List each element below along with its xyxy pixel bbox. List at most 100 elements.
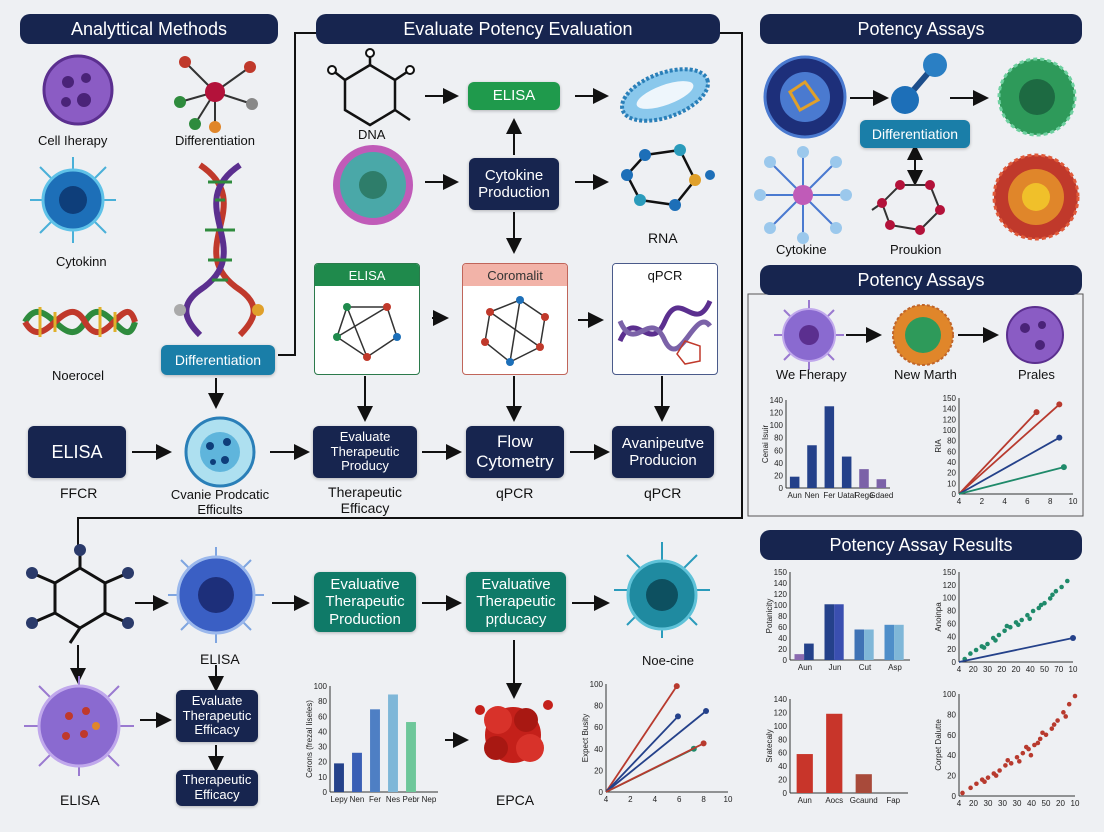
data-point [1056, 434, 1063, 441]
data-point [674, 713, 681, 720]
x-tick-label: Nes [386, 795, 400, 804]
series-line [605, 742, 705, 793]
y-axis-label: RIA [934, 439, 943, 453]
y-tick-label: 60 [947, 619, 956, 628]
x-tick-label: 8 [1048, 497, 1053, 506]
we-fherapy-cell-icon [774, 300, 844, 370]
red-cell-icon [992, 153, 1080, 241]
card-elisa: ELISA [314, 263, 420, 375]
y-tick-label: 40 [594, 745, 603, 754]
differentiation-molecule-icon [891, 53, 947, 114]
data-point [993, 638, 998, 643]
evaluative-therapeutic-production-box: Evaluative Therapeutic Production [314, 572, 416, 632]
y-tick-label: 100 [770, 421, 784, 430]
y-tick-label: 60 [318, 712, 327, 721]
series-line [605, 685, 678, 793]
bar [834, 604, 844, 660]
y-tick-label: 0 [599, 788, 604, 797]
data-point [1042, 600, 1047, 606]
header-potency-assays-1: Potency Assays [760, 14, 1082, 44]
x-tick-label: Aun [798, 663, 812, 672]
bar [826, 713, 843, 793]
y-tick-label: 100 [943, 690, 957, 699]
data-point [1072, 693, 1078, 699]
data-point [1038, 602, 1044, 608]
data-point [673, 683, 680, 690]
x-tick-label: 10 [1069, 497, 1078, 506]
y-tick-label: 60 [947, 731, 956, 740]
x-tick-label: 2 [980, 497, 985, 506]
data-point [1051, 722, 1057, 727]
data-point [968, 651, 973, 656]
label-therapeutic-efficacy-mid: Therapeutic Efficacy [328, 484, 402, 517]
x-tick-label: Asp [888, 663, 902, 672]
label-noe-cine: Noe-cine [642, 653, 695, 668]
card-coromalit-title: Coromalit [463, 264, 567, 286]
differentiation-box: Differentiation [161, 345, 275, 375]
y-tick-label: 140 [774, 695, 788, 704]
y-tick-label: 120 [943, 581, 957, 590]
bar [334, 763, 344, 792]
data-point [993, 773, 999, 778]
data-point [1023, 744, 1029, 750]
cytokine-production-box: Cytokine Production [469, 158, 559, 210]
epca-protein-icon [475, 700, 553, 763]
prales-cell-icon [1006, 306, 1064, 364]
y-tick-label: 120 [774, 708, 788, 717]
data-point [1025, 612, 1030, 618]
green-cell-icon [997, 57, 1077, 137]
data-point [1028, 752, 1034, 758]
label-cytokin: Cytokinn [56, 254, 107, 269]
data-point [1040, 730, 1045, 736]
bar [794, 654, 805, 660]
y-tick-label: 120 [774, 590, 788, 599]
x-tick-label: 20 [1056, 799, 1065, 808]
x-tick-label: Aun [798, 796, 812, 805]
data-point [1032, 742, 1037, 748]
bar [859, 469, 869, 488]
cell-therapy-icon [42, 54, 114, 126]
header-analytical-methods: Analyttical Methods [20, 14, 278, 44]
y-tick-label: 20 [947, 645, 956, 654]
y-tick-label: 100 [590, 680, 604, 689]
y-tick-label: 40 [778, 762, 787, 771]
bar [855, 774, 872, 793]
cell-purple-icon [24, 676, 134, 776]
y-tick-label: 20 [947, 772, 956, 781]
y-tick-label: 0 [323, 788, 328, 797]
therapeutic-efficacy-box: Therapeutic Efficacy [176, 770, 258, 806]
proukion-molecule-icon [871, 180, 945, 235]
y-tick-label: 100 [774, 722, 788, 731]
data-point [1061, 710, 1066, 715]
y-axis-label: Cerons (frezal Iiseles) [305, 700, 314, 778]
x-tick-label: 30 [983, 665, 992, 674]
data-point [1047, 596, 1053, 601]
y-tick-label: 100 [943, 594, 957, 603]
evaluate-therapeutic-producy-box: Evaluate Therapeutic Producy [313, 426, 417, 478]
y-tick-label: 0 [952, 658, 957, 667]
y-tick-label: 80 [774, 434, 783, 443]
series-line [958, 466, 1065, 495]
bar [807, 445, 817, 488]
data-point [1035, 740, 1041, 746]
data-point [1065, 578, 1070, 584]
series-line [605, 715, 679, 793]
bar [894, 624, 904, 660]
bar [406, 722, 416, 792]
bar [370, 709, 380, 792]
x-tick-label: 4 [653, 795, 658, 804]
x-tick-label: Fer [369, 795, 381, 804]
bar [824, 604, 835, 660]
x-tick-label: Nen [805, 491, 820, 500]
flow-cytometry-box: Flow Cytometry [466, 426, 564, 478]
label-qpcr-mid-1: qPCR [496, 485, 534, 501]
y-tick-label: 100 [314, 682, 328, 691]
label-prales: Prales [1018, 367, 1055, 382]
differentiation-right-box: Differentiation [860, 120, 970, 148]
x-tick-label: Pebr [403, 795, 420, 804]
data-point [982, 779, 987, 785]
